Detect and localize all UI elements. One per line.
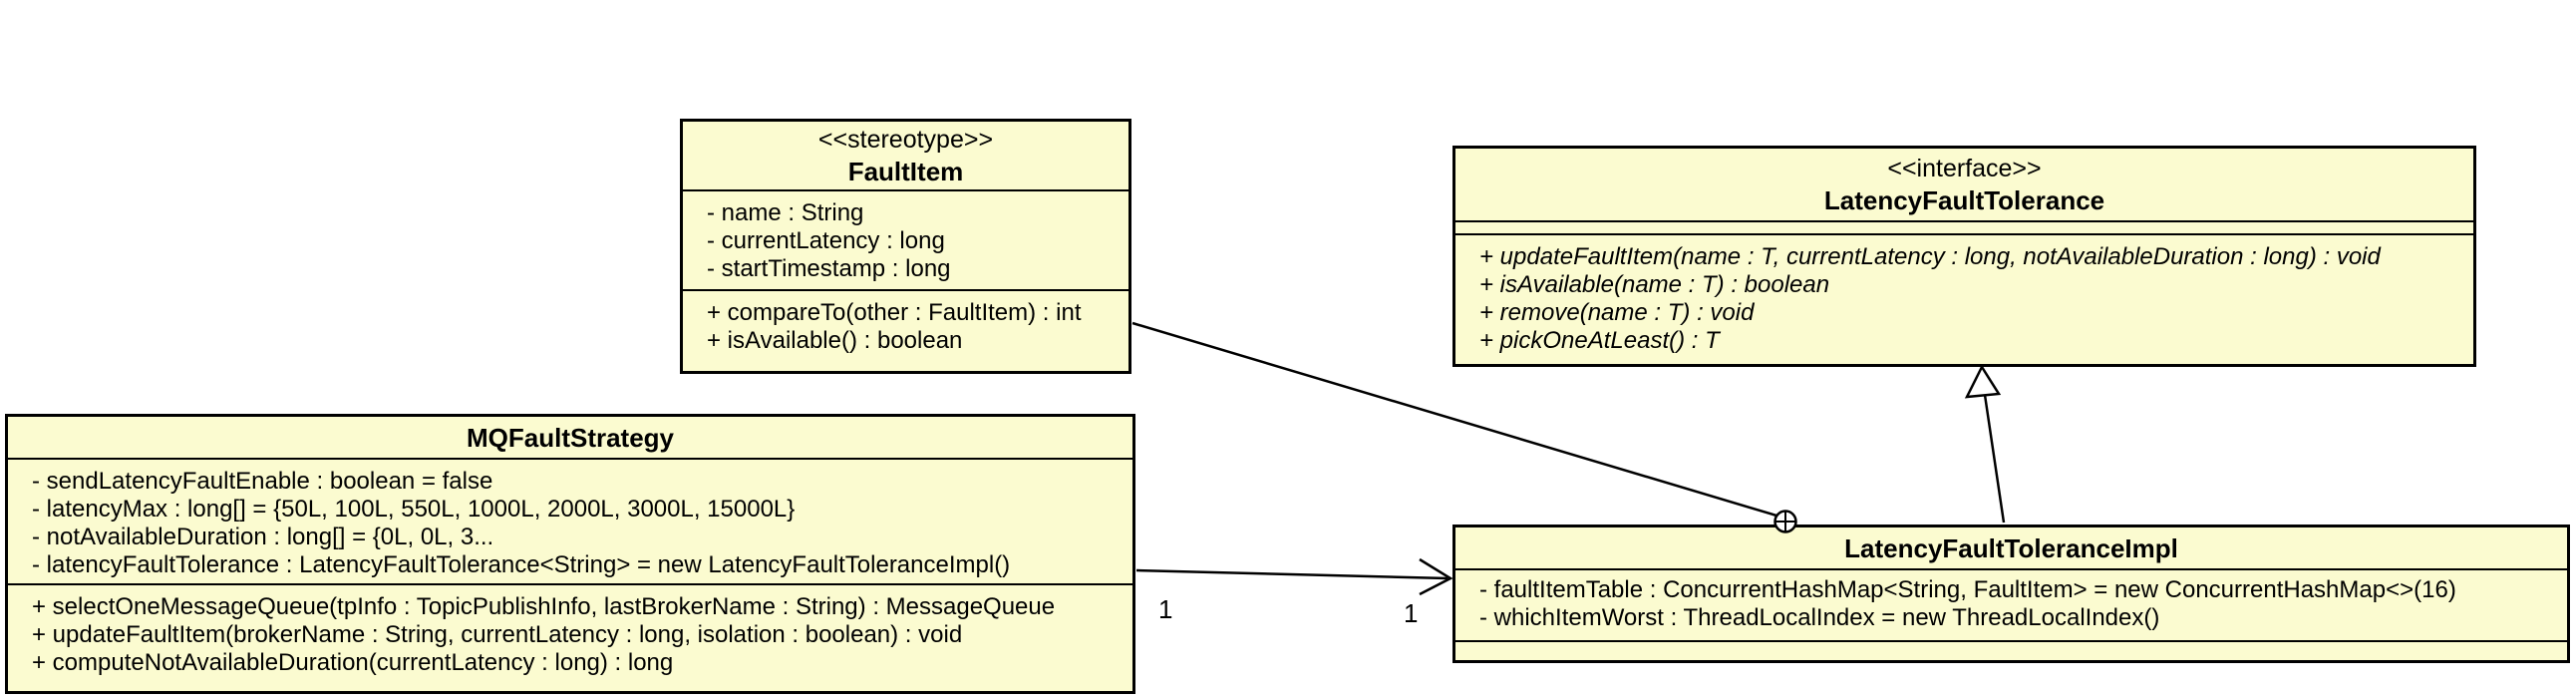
attributes-compartment: - name : String - currentLatency : long …	[683, 189, 1128, 289]
method: + pickOneAtLeast() : T	[1479, 327, 1720, 354]
multiplicity-target: 1	[1404, 598, 1419, 628]
method: + remove(name : T) : void	[1479, 299, 1755, 326]
method: + computeNotAvailableDuration(currentLat…	[32, 649, 674, 676]
attribute: - currentLatency : long	[707, 227, 945, 254]
class-title-mqfaultstrategy: MQFaultStrategy	[8, 417, 1132, 458]
attribute: - name : String	[707, 199, 864, 226]
attributes-compartment: - sendLatencyFaultEnable : boolean = fal…	[8, 458, 1132, 583]
class-box-mqfaultstrategy[interactable]: MQFaultStrategy - sendLatencyFaultEnable…	[5, 414, 1135, 694]
methods-compartment: + compareTo(other : FaultItem) : int + i…	[683, 289, 1128, 371]
multiplicity-source: 1	[1158, 594, 1173, 624]
methods-compartment: + updateFaultItem(name : T, currentLaten…	[1455, 233, 2473, 364]
class-box-faultitem[interactable]: <<stereotype>> FaultItem - name : String…	[680, 119, 1131, 374]
class-name: MQFaultStrategy	[466, 422, 675, 453]
attribute: - latencyFaultTolerance : LatencyFaultTo…	[32, 551, 1011, 578]
class-stereotype: <<stereotype>>	[817, 125, 994, 154]
methods-compartment: + selectOneMessageQueue(tpInfo : TopicPu…	[8, 583, 1132, 691]
method: + isAvailable() : boolean	[707, 327, 963, 354]
realization-triangle-icon	[1964, 364, 2002, 399]
association-open-arrowhead-icon	[1419, 557, 1453, 596]
class-title-faultitem: <<stereotype>> FaultItem	[683, 122, 1128, 189]
class-box-latencyfaulttolerance[interactable]: <<interface>> LatencyFaultTolerance + up…	[1452, 146, 2476, 367]
method: + updateFaultItem(name : T, currentLaten…	[1479, 243, 2381, 270]
method: + updateFaultItem(brokerName : String, c…	[32, 621, 963, 648]
attribute: - latencyMax : long[] = {50L, 100L, 550L…	[32, 496, 796, 523]
attributes-compartment-empty	[1455, 220, 2473, 233]
method: + isAvailable(name : T) : boolean	[1479, 271, 1830, 298]
class-name: LatencyFaultToleranceImpl	[1844, 532, 2178, 563]
class-title-latencyfaulttoleranceimpl: LatencyFaultToleranceImpl	[1455, 527, 2567, 568]
method: + selectOneMessageQueue(tpInfo : TopicPu…	[32, 593, 1056, 620]
attribute: - faultItemTable : ConcurrentHashMap<Str…	[1479, 576, 2456, 603]
method: + compareTo(other : FaultItem) : int	[707, 299, 1082, 326]
class-box-latencyfaulttoleranceimpl[interactable]: LatencyFaultToleranceImpl - faultItemTab…	[1452, 525, 2570, 663]
attribute: - sendLatencyFaultEnable : boolean = fal…	[32, 468, 493, 495]
realization-line-impl-to-interface	[1983, 394, 2006, 524]
attribute: - whichItemWorst : ThreadLocalIndex = ne…	[1479, 604, 2160, 631]
class-title-latencyfaulttolerance: <<interface>> LatencyFaultTolerance	[1455, 149, 2473, 220]
class-name: LatencyFaultTolerance	[1823, 184, 2105, 215]
attributes-compartment: - faultItemTable : ConcurrentHashMap<Str…	[1455, 568, 2567, 640]
methods-compartment-empty	[1455, 640, 2567, 660]
class-stereotype: <<interface>>	[1887, 154, 2042, 182]
attribute: - startTimestamp : long	[707, 255, 951, 282]
association-line-mq-to-impl	[1135, 568, 1449, 580]
attribute: - notAvailableDuration : long[] = {0L, 0…	[32, 524, 494, 550]
class-name: FaultItem	[847, 156, 964, 186]
